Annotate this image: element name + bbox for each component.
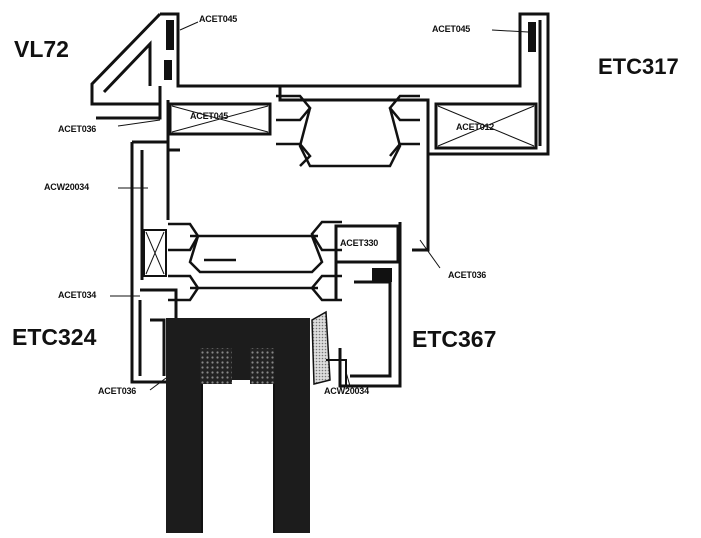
- vl72-frame: [90, 12, 550, 252]
- acet012-insulator: [434, 102, 538, 150]
- part-label-acw20034-left: ACW20034: [44, 182, 89, 192]
- thermal-break-top: [276, 94, 420, 168]
- part-label-acw20034-bottom: ACW20034: [324, 386, 369, 396]
- etc324-sash: [130, 140, 178, 384]
- part-label-acet034: ACET034: [58, 290, 97, 300]
- glazing-gasket: [311, 310, 331, 385]
- part-label-acet330: ACET330: [340, 238, 379, 248]
- bead-black-block: [372, 268, 392, 282]
- sash-small-box: [143, 229, 167, 277]
- glass-unit: [166, 318, 310, 533]
- acet045-insulator: [168, 102, 272, 136]
- profile-label-etc317: ETC317: [598, 54, 679, 79]
- profile-label-etc324: ETC324: [12, 324, 97, 350]
- frame-hooks: [164, 20, 536, 80]
- thermal-break-middle: [168, 220, 342, 302]
- part-label-acet045-right: ACET045: [432, 24, 471, 34]
- profile-label-etc367: ETC367: [412, 326, 497, 352]
- part-label-acet045-left: ACET045: [199, 14, 238, 24]
- part-label-acet045-box: ACET045: [190, 111, 229, 121]
- part-label-acet012: ACET012: [456, 122, 495, 132]
- acet330-and-bead: [334, 222, 402, 388]
- part-label-acet036-mid: ACET036: [448, 270, 487, 280]
- profile-label-vl72: VL72: [14, 36, 69, 62]
- part-label-acet036-bottom: ACET036: [98, 386, 137, 396]
- part-label-acet036-top: ACET036: [58, 124, 97, 134]
- glazing-gasket-bottom: [326, 359, 347, 386]
- leader-lines: [110, 21, 529, 391]
